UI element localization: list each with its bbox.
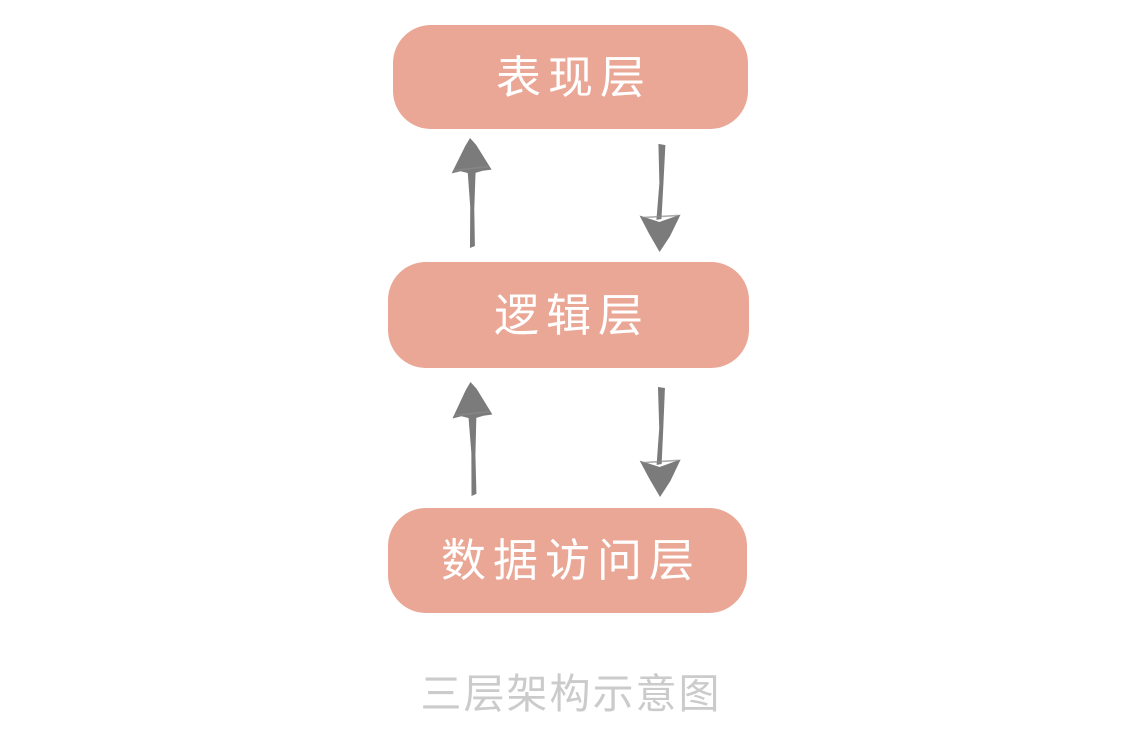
down-arrow-icon [637, 142, 686, 253]
layer-label-data-access: 数据访问层 [440, 534, 701, 587]
up-arrow-icon [448, 137, 496, 250]
layer-box-data-access: 数据访问层 [388, 508, 747, 613]
layer-label-logic: 逻辑层 [493, 288, 650, 342]
layer-box-presentation: 表现层 [393, 25, 748, 129]
diagram-caption: 三层架构示意图 [420, 670, 722, 718]
layer-box-logic: 逻辑层 [388, 262, 749, 368]
up-arrow-icon [448, 380, 497, 497]
down-arrow-icon [637, 386, 685, 499]
layer-label-presentation: 表现层 [495, 50, 652, 104]
